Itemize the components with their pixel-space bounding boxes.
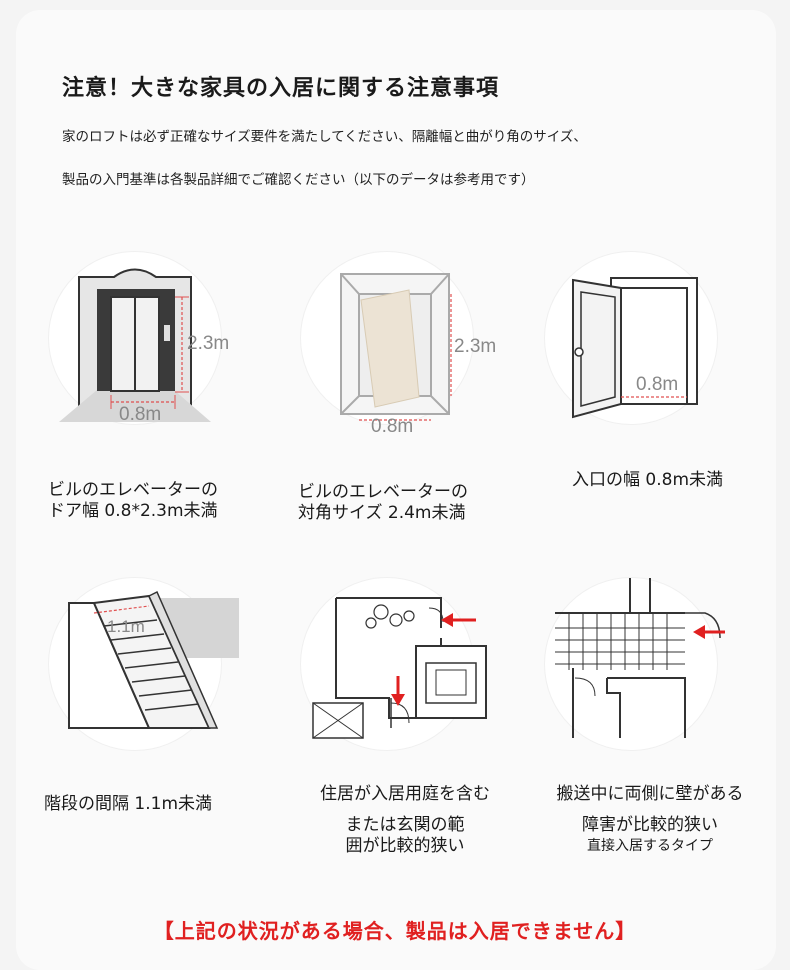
dim-height-label: 2.3m (454, 336, 496, 357)
page-title: 注意！大きな家具の入居に関する注意事項 (62, 76, 500, 101)
warning-footer: 【上記の状況がある場合、製品は入居できません】 (153, 919, 637, 943)
dim-width-label: 0.8m (636, 374, 678, 395)
entrance-door-icon: 0.8m (545, 252, 717, 424)
intro-line-1: 家のロフトは必ず正確なサイズ要件を満たしてください、隔離幅と曲がり角のサイズ、 (62, 129, 587, 145)
caption-staircase: 階段の間隔 1.1m未満 (44, 794, 212, 814)
floor-plan-icon (301, 578, 487, 750)
caption-floor-plan: 住居が入居用庭を含む または玄関の範 囲が比較的狭い (320, 784, 490, 856)
dim-width-label: 1.1m (107, 617, 145, 636)
dim-width-label: 0.8m (371, 416, 413, 437)
elevator-diagonal-icon: 2.3m 0.8m (301, 252, 496, 437)
caption-corridor-obstacle: 搬送中に両側に壁がある 障害が比較的狭い 直接入居するタイプ (556, 784, 744, 854)
caption-entrance-width: 入口の幅 0.8m未満 (572, 470, 723, 490)
content-card (16, 10, 776, 970)
dim-height-label: 2.3m (187, 333, 229, 354)
dim-width-label: 0.8m (119, 404, 161, 425)
caption-elevator-diagonal: ビルのエレベーターの 対角サイズ 2.4m未満 (298, 482, 468, 523)
elevator-door-icon: 2.3m 0.8m (49, 252, 229, 425)
intro-line-2: 製品の入門基準は各製品詳細でご確認ください（以下のデータは参考用です） (62, 172, 535, 188)
corridor-obstacle-icon (545, 578, 725, 750)
caption-elevator-door: ビルのエレベーターの ドア幅 0.8*2.3m未満 (48, 480, 218, 521)
staircase-icon: 1.1m (49, 578, 239, 750)
